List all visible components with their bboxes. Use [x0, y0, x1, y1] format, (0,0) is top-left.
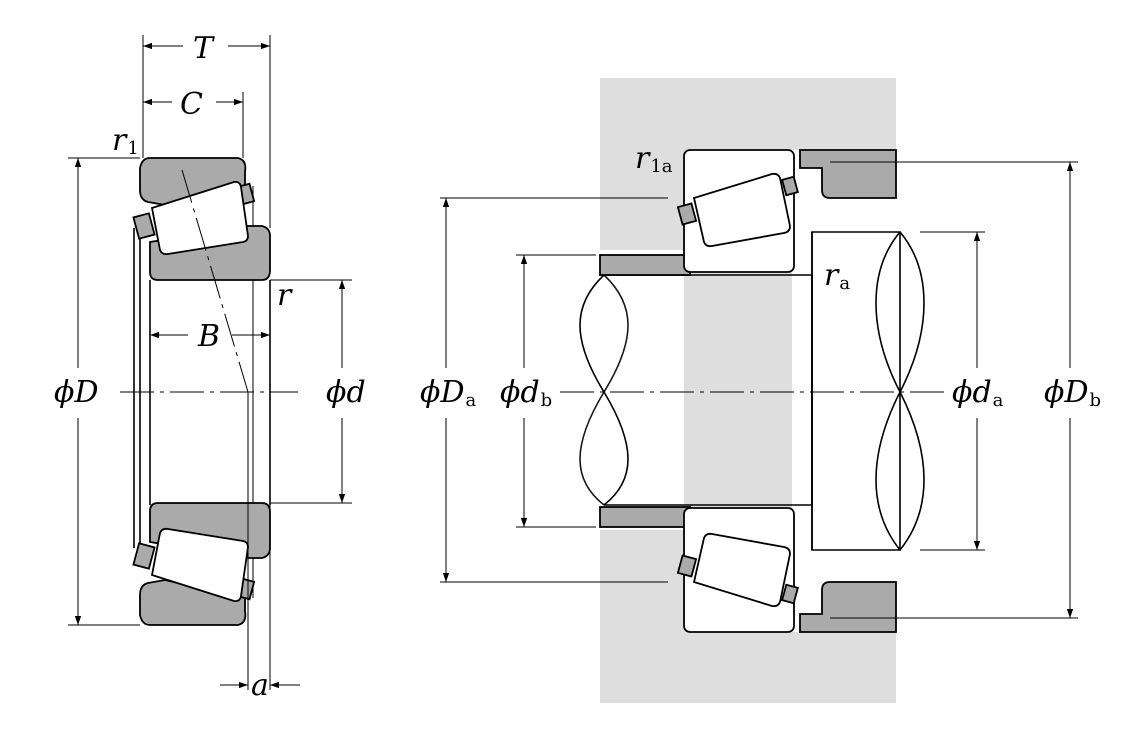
label-T: T — [193, 31, 215, 66]
label-B: B — [197, 319, 220, 354]
mount-roller-top — [692, 172, 791, 248]
housing — [600, 78, 896, 703]
label-Db: ϕDb — [1044, 375, 1101, 411]
cage-bottom-left — [132, 542, 156, 570]
label-D: ϕD — [54, 375, 99, 410]
label-r1a: r1a — [635, 141, 673, 177]
outer-ring-top — [139, 157, 247, 206]
label-a: a — [251, 668, 269, 703]
housing-shoulder-top — [799, 149, 897, 199]
mounting-section — [560, 78, 950, 703]
spacer-top — [599, 254, 691, 276]
label-r1: r1 — [112, 123, 139, 159]
label-r: r — [277, 278, 293, 313]
mount-roller-bottom — [692, 532, 791, 608]
label-d: ϕd — [326, 375, 366, 410]
right-dimensions — [440, 161, 1078, 619]
label-ra: ra — [824, 258, 850, 294]
bearing-section — [120, 157, 298, 690]
roller-bottom — [150, 527, 249, 603]
left-dimensions — [68, 35, 352, 690]
labels: T C r1 r B ϕD ϕd a r1a ra ϕDa ϕdb ϕda ϕD… — [54, 31, 1101, 703]
spacer-bottom — [599, 506, 691, 528]
outer-ring-bottom — [139, 579, 247, 626]
label-da: ϕda — [952, 375, 1004, 411]
label-db: ϕdb — [500, 375, 552, 411]
label-C: C — [180, 87, 203, 122]
roller-top — [150, 180, 249, 256]
label-Da: ϕDa — [420, 375, 477, 411]
housing-shoulder-bottom — [799, 581, 897, 633]
cage-top-left — [132, 212, 156, 240]
